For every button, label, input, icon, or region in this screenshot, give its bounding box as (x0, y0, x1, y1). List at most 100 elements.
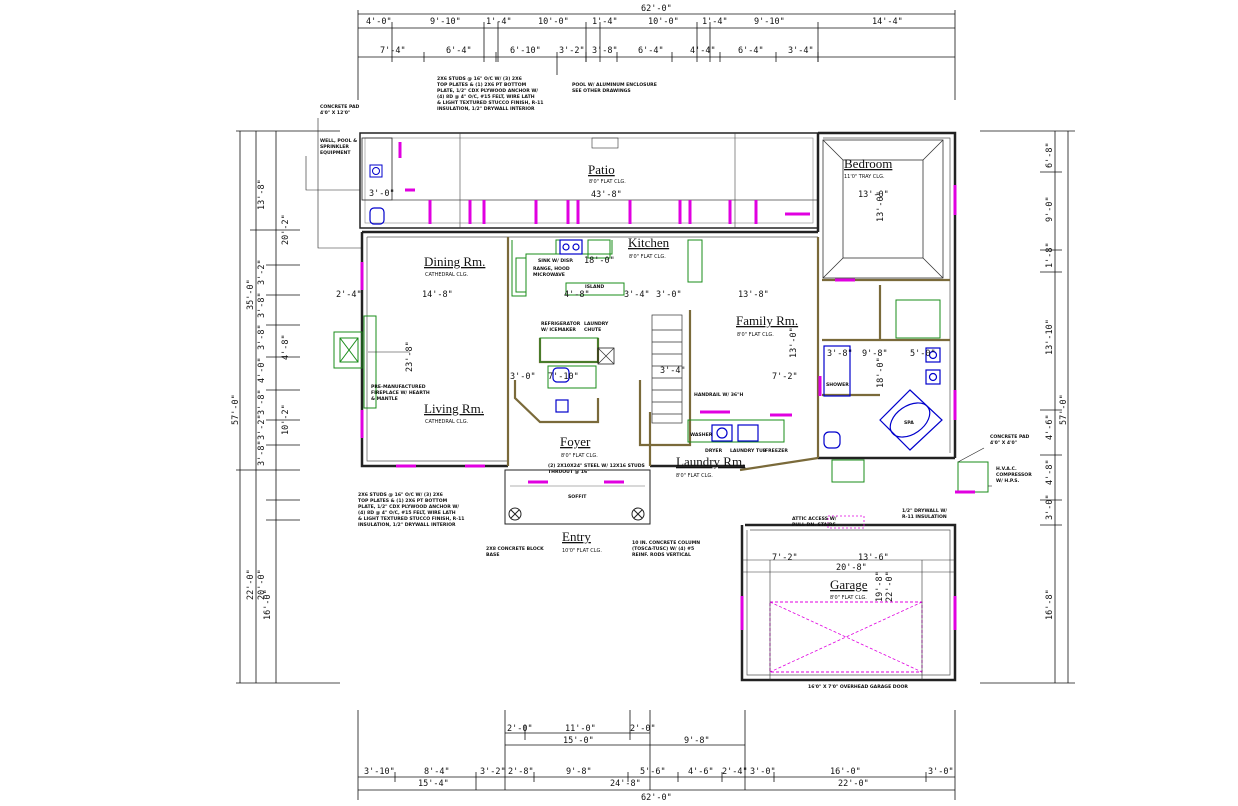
right-dimension-lines (980, 130, 1075, 684)
note-wall-bot-6: INSULATION, 1/2" DRYWALL INTERIOR (358, 522, 456, 528)
dim-top2-a: 7'-4" (380, 46, 406, 56)
dim-bath1: 3'-8" (827, 349, 853, 359)
note-wall-top-4: (4) 8D @ 4" O/C, #15 FELT, WIRE LATH (437, 94, 535, 100)
kitchen-counters (363, 239, 989, 493)
dim-bot1-b: 11'-0" (565, 724, 596, 734)
note-well-1: WELL, POOL & (320, 138, 357, 144)
dim-bot1-a: 2'-0" (507, 724, 533, 734)
note-hvac-3: W/ H.P.S. (996, 478, 1020, 484)
note-fire-door-2: R-11 INSULATION (902, 514, 947, 520)
dim-foy1: 3'-0" (510, 372, 536, 382)
overall-left-dim: 57'-0" (231, 394, 241, 425)
dim-top1-f: 10'-0" (648, 17, 679, 27)
dim-left-i4: 4'-0" (257, 357, 267, 383)
note-shower: SHOWER (826, 382, 849, 388)
dim-top1-c: 1'-4" (486, 17, 512, 27)
note-pool-2: SEE OTHER DRAWINGS (572, 88, 631, 94)
note-well-3: EQUIPMENT (320, 150, 351, 156)
dim-foy2: 7'-10" (548, 372, 579, 382)
dim-top1-i: 14'-4" (872, 17, 903, 27)
note-handrail: HANDRAIL W/ 36"H (694, 392, 744, 398)
dim-gar2: 20'-8" (836, 563, 867, 573)
left-dimension-lines (236, 130, 340, 684)
note-wall-bot-3: PLATE, 1/2" CDX PLYWOOD ANCHOR W/ (358, 504, 459, 510)
room-ceiling-kitchen: 8'0" FLAT CLG. (629, 254, 666, 260)
dim-bot2-b: 9'-8" (684, 736, 710, 746)
note-fire-door-1: 1/2" DRYWALL W/ (902, 508, 947, 514)
dim-top2-h: 6'-4" (738, 46, 764, 56)
dim-bot3-i: 3'-0" (750, 767, 776, 777)
dim-left-22: 22'-0" (246, 569, 256, 600)
exterior-wall-inner-lines (366, 137, 951, 676)
dim-living-h: 23'-8" (405, 341, 415, 372)
room-name-bedroom: Bedroom (844, 156, 892, 171)
dim-top2-b: 6'-4" (446, 46, 472, 56)
dim-right-f: 4'-8" (1045, 459, 1055, 485)
note-fireplace-2: FIREPLACE W/ HEARTH (371, 390, 430, 396)
dim-top1-g: 1'-4" (702, 17, 728, 27)
note-column-3: REINF. RODS VERTICAL (632, 552, 691, 558)
note-freezer: FREEZER (765, 448, 788, 454)
dim-left-i6: 3'-2" (257, 414, 267, 440)
dim-top2-f: 6'-4" (638, 46, 664, 56)
room-name-foyer: Foyer (560, 434, 591, 449)
dim-left-i1: 3'-2" (257, 259, 267, 285)
interior-dimensions: 3'-0" 14'-8" 2'-4" 23'-8" 4'-8" 3'-4" 3'… (336, 189, 936, 602)
room-ceiling-garage: 8'0" FLAT CLG. (830, 595, 867, 601)
dim-bath3: 5'-0" (910, 349, 936, 359)
dim-right-a: 6'-8" (1045, 142, 1055, 168)
note-wall-top-5: & LIGHT TEXTURED STUCCO FINISH, R-11 (437, 100, 544, 106)
dim-patio-left: 3'-0" (369, 189, 395, 199)
dim-bed-h: 13'-0" (876, 191, 886, 222)
left-dimension-text: 57'-0" 35'-0" 22'-0" 13'-8" 20'-2" 20'-0… (231, 179, 291, 620)
dim-kit2: 3'-4" (624, 290, 650, 300)
room-name-family: Family Rm. (736, 313, 798, 328)
dim-left-i8: 4'-8" (281, 334, 291, 360)
note-island: ISLAND (585, 284, 604, 290)
dim-kit3: 3'-0" (656, 290, 682, 300)
dim-left-i7: 3'-8" (257, 440, 267, 466)
dim-bot3-b: 8'-4" (424, 767, 450, 777)
top-dimension-lines (357, 10, 956, 100)
dim-bot3-h: 2'-4" (722, 767, 748, 777)
note-garage-door: 16'0" X 7'0" OVERHEAD GARAGE DOOR (808, 684, 908, 690)
note-wall-bot-5: & LIGHT TEXTURED STUCCO FINISH, R-11 (358, 516, 465, 522)
room-ceiling-patio: 8'0" FLAT CLG. (589, 179, 626, 185)
note-pad-top-2: 4'0" X 12'0" (320, 110, 350, 116)
dim-left-i3: 3'-8" (257, 324, 267, 350)
note-pad-right-1: CONCRETE PAD (990, 434, 1030, 440)
room-name-garage: Garage (830, 577, 868, 592)
dim-bot3-e: 9'-8" (566, 767, 592, 777)
dim-right-h: 16'-8" (1045, 589, 1055, 620)
note-soffit: SOFFIT (568, 494, 587, 500)
dim-top2-i: 3'-4" (788, 46, 814, 56)
exterior-walls (360, 131, 957, 682)
note-pad-top-1: CONCRETE PAD (320, 104, 360, 110)
dim-top2-g: 4'-4" (690, 46, 716, 56)
dim-right-b: 9'-0" (1045, 196, 1055, 222)
dim-kit4: 18'-0" (584, 256, 615, 266)
dim-foy3: 3'-4" (660, 366, 686, 376)
note-chute-1: LAUNDRY (584, 321, 609, 327)
garage (742, 515, 955, 680)
dim-bot3-g: 4'-6" (688, 767, 714, 777)
dim-top1-d: 10'-0" (538, 17, 569, 27)
dim-top2-c: 6'-10" (510, 46, 541, 56)
room-dim-patio: 43'-8" (591, 190, 622, 200)
dim-gar3: 13'-6" (858, 553, 889, 563)
dim-fam-h: 13'-0" (789, 327, 799, 358)
window-markers (360, 142, 975, 630)
dim-dining-w: 14'-8" (422, 290, 453, 300)
dim-top2-e: 3'-8" (592, 46, 618, 56)
dim-right-g: 3'-0" (1045, 494, 1055, 520)
note-range-1: RANGE, HOOD (533, 266, 570, 272)
dim-left-20-0: 20'-0" (257, 569, 267, 600)
fireplace (333, 331, 363, 369)
top-dimension-text: 62'-0" 4'-0" 9'-10" 1'-4" 10'-0" 1'-4" 1… (366, 4, 903, 56)
dim-right-c: 1'-8" (1045, 242, 1055, 268)
dim-left-i2: 3'-8" (257, 292, 267, 318)
overall-right-dim: 57'-0" (1059, 394, 1069, 425)
dim-right-e: 4'-6" (1045, 414, 1055, 440)
note-fridge-2: W/ ICEMAKER (541, 327, 576, 333)
dim-right-d: 13'-10" (1045, 319, 1055, 355)
